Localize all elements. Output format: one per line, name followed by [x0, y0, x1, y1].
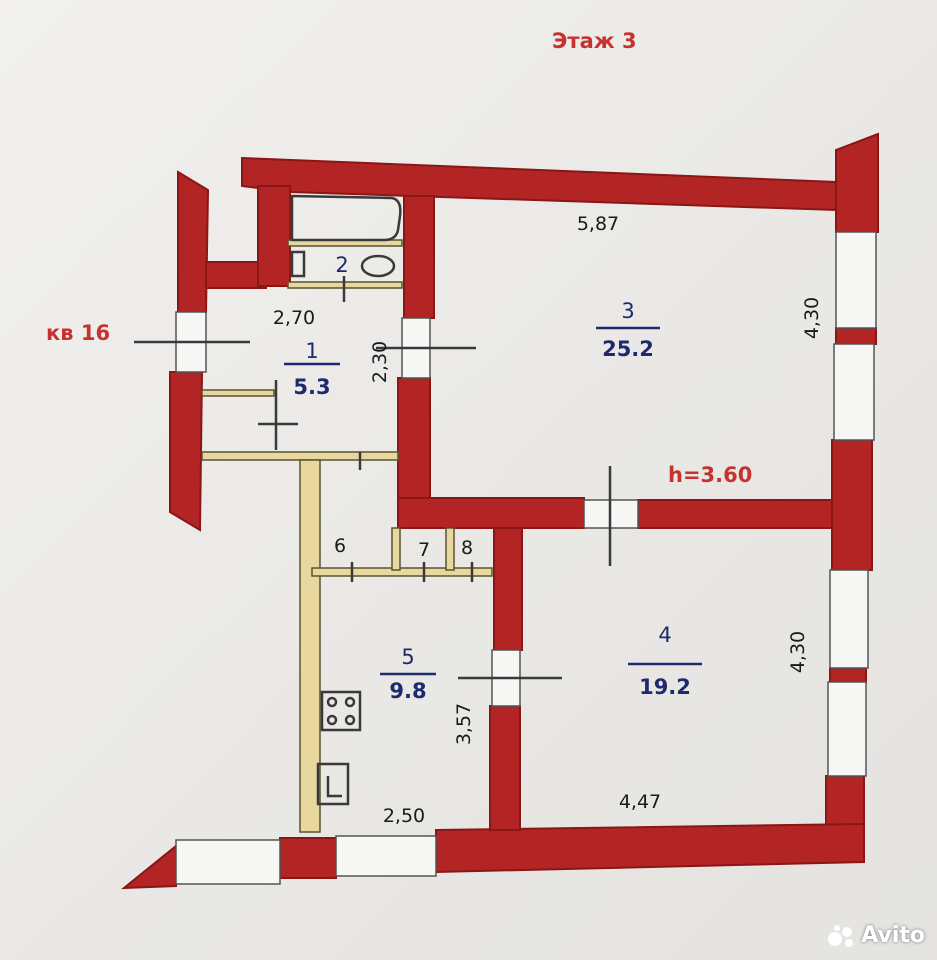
room3-bottom-wall-right	[637, 499, 833, 529]
room8-number: 8	[461, 537, 473, 559]
partition-hall	[201, 451, 399, 461]
room2-number: 2	[335, 253, 348, 277]
room4-left-wall-lower	[489, 705, 521, 831]
partition-6-7	[391, 527, 401, 571]
dim-room5-width: 2,50	[383, 805, 425, 827]
right-wall-pier-2	[829, 667, 867, 683]
room1-number: 1	[305, 339, 318, 363]
kitchen-sink-icon	[316, 762, 350, 806]
window-room3-bottom	[833, 343, 875, 441]
room3-area: 25.2	[602, 337, 654, 361]
room4-left-wall	[493, 527, 523, 651]
stove-burner-icon	[326, 696, 338, 708]
stove-icon	[320, 690, 362, 732]
avito-logo-icon	[828, 924, 854, 947]
floor-label: Этаж 3	[552, 29, 637, 53]
partition-kitchen-top	[311, 567, 493, 577]
dim-room1-width: 2,70	[273, 307, 315, 329]
window-kitchen	[335, 835, 437, 877]
dim-room5-height: 3,57	[453, 703, 475, 745]
bottom-wall	[435, 822, 865, 874]
top-wall	[241, 156, 837, 212]
room7-number: 7	[418, 539, 430, 561]
partition-closet	[201, 389, 275, 397]
window-bottom-left	[175, 839, 281, 885]
right-wall-top	[835, 132, 879, 233]
dim-room4-height: 4,30	[787, 631, 809, 673]
room5-area: 9.8	[389, 679, 426, 703]
bottom-wall-corner	[121, 843, 177, 890]
bathtub-icon	[290, 194, 402, 242]
room4-area: 19.2	[639, 675, 691, 699]
bottom-wall-pier	[279, 837, 337, 879]
watermark: Avito	[827, 923, 925, 948]
sink-icon	[290, 250, 306, 278]
window-room3-top	[835, 231, 877, 329]
room3-number: 3	[621, 299, 634, 323]
toilet-icon	[360, 254, 396, 278]
dim-room1-height: 2,30	[369, 341, 391, 383]
left-wall-top	[177, 170, 210, 313]
left-wall-bottom	[169, 371, 204, 532]
right-wall-pier	[835, 327, 877, 345]
ceiling-height-label: h=3.60	[668, 463, 752, 487]
stove-burner-icon	[326, 714, 338, 726]
room3-left-wall	[403, 195, 435, 319]
apartment-label: кв 16	[46, 321, 110, 345]
dim-room4-width: 4,47	[619, 791, 661, 813]
dim-room3-height: 4,30	[801, 297, 823, 339]
dim-room3-width: 5,87	[577, 213, 619, 235]
kitchen-sink-tap-icon	[326, 776, 342, 798]
watermark-text: Avito	[861, 923, 925, 948]
stove-burner-icon	[344, 714, 356, 726]
partition-kitchen-left	[299, 459, 321, 833]
room1-area: 5.3	[293, 375, 330, 399]
window-room4-top	[829, 569, 869, 669]
room6-number: 6	[334, 535, 346, 557]
room4-number: 4	[658, 623, 671, 647]
right-wall-mid	[831, 439, 873, 571]
window-room4-bottom	[827, 681, 867, 777]
partition-7-8	[445, 527, 455, 571]
room5-number: 5	[401, 645, 414, 669]
stove-burner-icon	[344, 696, 356, 708]
room3-bottom-wall	[397, 497, 585, 529]
bath-left-wall	[257, 185, 291, 287]
